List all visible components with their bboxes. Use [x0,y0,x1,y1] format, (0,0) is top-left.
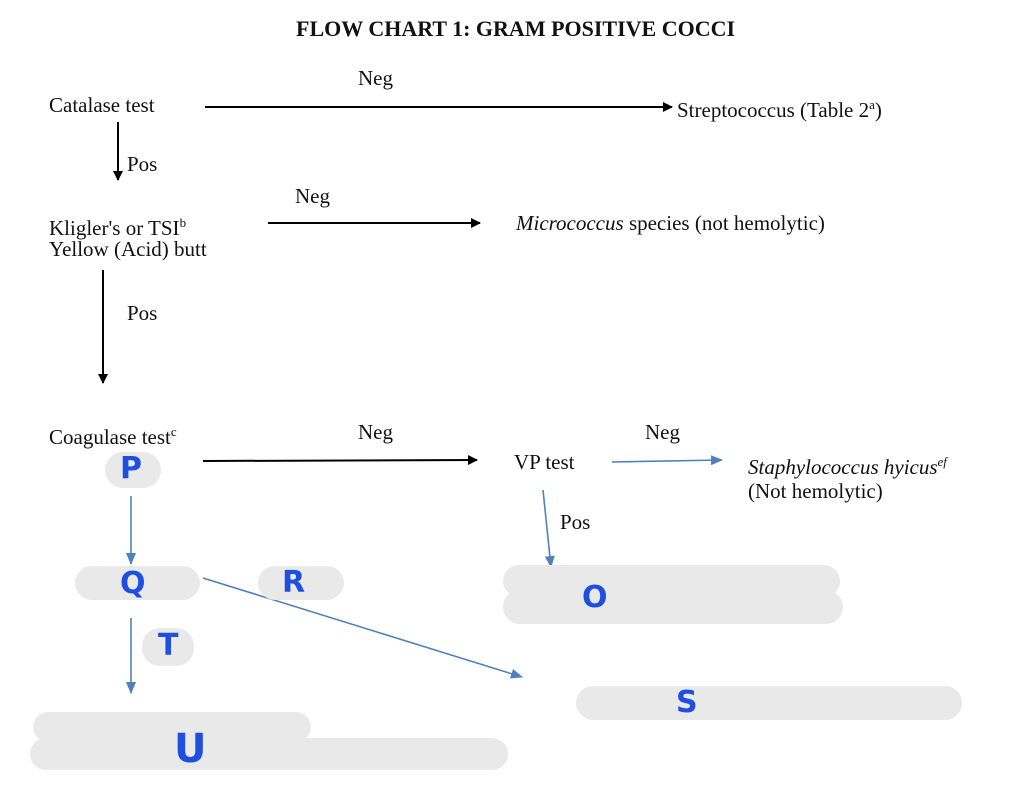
arrow-vp-to-hyicus [611,455,723,466]
kligler-superscript: b [179,215,187,230]
micrococcus-rest: species (not hemolytic) [623,211,825,235]
edge-label-neg-catalase: Neg [358,66,393,90]
edge-label-neg-kligler: Neg [295,184,330,208]
handwritten-q: Q [120,566,146,601]
arrow-q-to-s [202,577,523,679]
hyicus-name: Staphylococcus hyicus [748,455,938,479]
strep-close: ) [874,98,882,122]
kligler-text: Kligler's or TSI [49,216,180,240]
node-catalase-test: Catalase test [49,93,155,117]
redaction-q [75,566,200,600]
handwritten-p: P [120,451,142,486]
arrow-vp-to-o [542,489,555,568]
node-coagulase-test: Coagulase testc [49,419,177,450]
node-vp-test: VP test [514,450,575,474]
redaction-r [258,566,344,600]
chart-title: FLOW CHART 1: GRAM POSITIVE COCCI [296,16,736,41]
node-staph-hyicus-note: (Not hemolytic) [748,479,883,503]
edge-label-pos-catalase: Pos [127,152,158,176]
redaction-u-top [33,712,311,742]
handwritten-r: R [282,565,306,600]
node-kligler-line1: Kligler's or TSIb [49,210,186,241]
coagulase-superscript: c [170,424,177,439]
redaction-u-bottom [30,738,508,770]
node-streptococcus: Streptococcus (Table 2a) [677,92,882,123]
handwritten-o: O [582,580,608,615]
edge-label-neg-coagulase: Neg [358,420,393,444]
handwritten-t: T [158,628,179,663]
edge-label-pos-vp: Pos [560,510,591,534]
node-micrococcus: Micrococcus species (not hemolytic) [516,210,825,236]
strep-superscript: a [869,97,875,112]
edge-label-pos-kligler: Pos [127,301,158,325]
redaction-p [105,452,161,488]
redaction-t [142,628,194,666]
coagulase-text: Coagulase test [49,425,171,449]
handwritten-u: U [174,726,207,772]
edge-label-neg-vp: Neg [645,420,680,444]
redaction-s [576,686,962,720]
micrococcus-genus: Micrococcus [516,211,624,235]
node-staph-hyicus: Staphylococcus hyicusef [748,449,947,480]
strep-text: Streptococcus (Table 2 [677,98,870,122]
hyicus-superscript: ef [937,454,947,469]
node-kligler-line2: Yellow (Acid) butt [49,237,207,261]
handwritten-s: S [676,685,698,720]
arrow-coagulase-to-vp [202,455,478,466]
redaction-o-bottom [503,590,843,624]
